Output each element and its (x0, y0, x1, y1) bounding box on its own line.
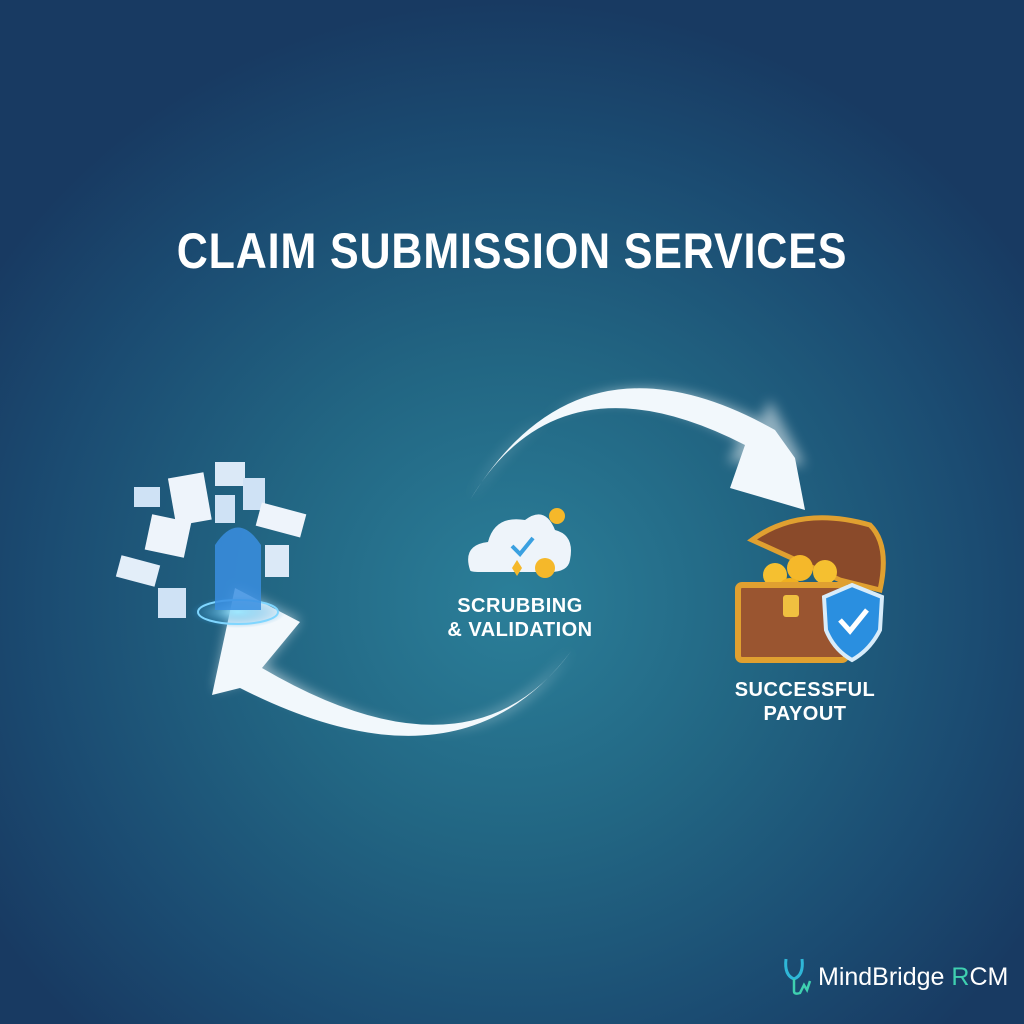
logo-accent: R (951, 962, 970, 991)
stethoscope-icon (784, 958, 812, 995)
logo-suffix: CM (969, 962, 1009, 991)
treasure-chest-icon (735, 515, 886, 663)
step-successful-payout-label: SUCCESSFUL PAYOUT (725, 678, 885, 726)
step-scrubbing-validation-label: SCRUBBING & VALIDATION (440, 594, 600, 642)
documents-icon (115, 462, 307, 628)
brand-logo: MindBridge RCM (782, 957, 1008, 997)
step-label-line1: SUCCESSFUL (734, 679, 876, 701)
cloud-check-icon (468, 508, 571, 578)
logo-name: MindBridge (818, 962, 945, 991)
page-title: CLAIM SUBMISSION SERVICES (176, 223, 848, 279)
arrow-upper (470, 388, 805, 510)
step-label-line2: PAYOUT (763, 703, 847, 725)
arrow-lower (212, 588, 572, 736)
step-label-line2: & VALIDATION (447, 619, 593, 641)
step-label-line1: SCRUBBING (457, 595, 583, 617)
